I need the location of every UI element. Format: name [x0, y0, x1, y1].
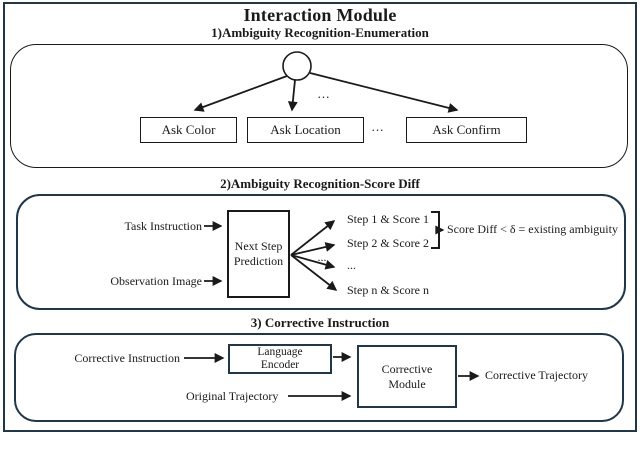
encoder-line2: Encoder [260, 359, 300, 371]
tree-ellipsis-top: ... [317, 86, 331, 101]
task-instruction-label: Task Instruction [124, 219, 202, 233]
section3-panel [14, 333, 624, 422]
tree-ellipsis-between-nodes: ... [371, 119, 385, 134]
encoder-line1: Language [257, 346, 303, 358]
stepn-score-label: Step n & Score n [347, 283, 429, 297]
ask-location-node: Ask Location [247, 117, 364, 143]
steps-ellipsis-label: ... [347, 258, 356, 272]
section1-panel [10, 44, 628, 168]
corrective-module-node: Corrective Module [357, 345, 457, 408]
corrective-trajectory-label: Corrective Trajectory [485, 368, 588, 382]
next-step-line2: Prediction [233, 254, 284, 268]
section2-heading: 2)Ambiguity Recognition-Score Diff [220, 176, 420, 191]
original-trajectory-label: Original Trajectory [186, 389, 279, 403]
language-encoder-node: Language Encoder [228, 344, 332, 374]
module-line1: Corrective [381, 361, 433, 376]
step2-score-label: Step 2 & Score 2 [347, 236, 429, 250]
figure-title: Interaction Module [243, 5, 397, 25]
next-step-prediction-node: Next Step Prediction [227, 210, 290, 298]
ask-color-node: Ask Color [140, 117, 237, 143]
corrective-instruction-label: Corrective Instruction [74, 351, 180, 365]
score-diff-conclusion-label: Score Diff < δ = existing ambiguity [447, 222, 618, 236]
fan-ellipsis: ... [317, 250, 327, 264]
step1-score-label: Step 1 & Score 1 [347, 212, 429, 226]
module-line2: Module [388, 376, 426, 391]
observation-image-label: Observation Image [110, 274, 202, 288]
ask-confirm-node: Ask Confirm [406, 117, 527, 143]
section1-heading: 1)Ambiguity Recognition-Enumeration [211, 25, 429, 40]
next-step-line1: Next Step [234, 239, 283, 253]
section2-panel [16, 194, 626, 310]
section3-heading: 3) Corrective Instruction [250, 315, 390, 330]
